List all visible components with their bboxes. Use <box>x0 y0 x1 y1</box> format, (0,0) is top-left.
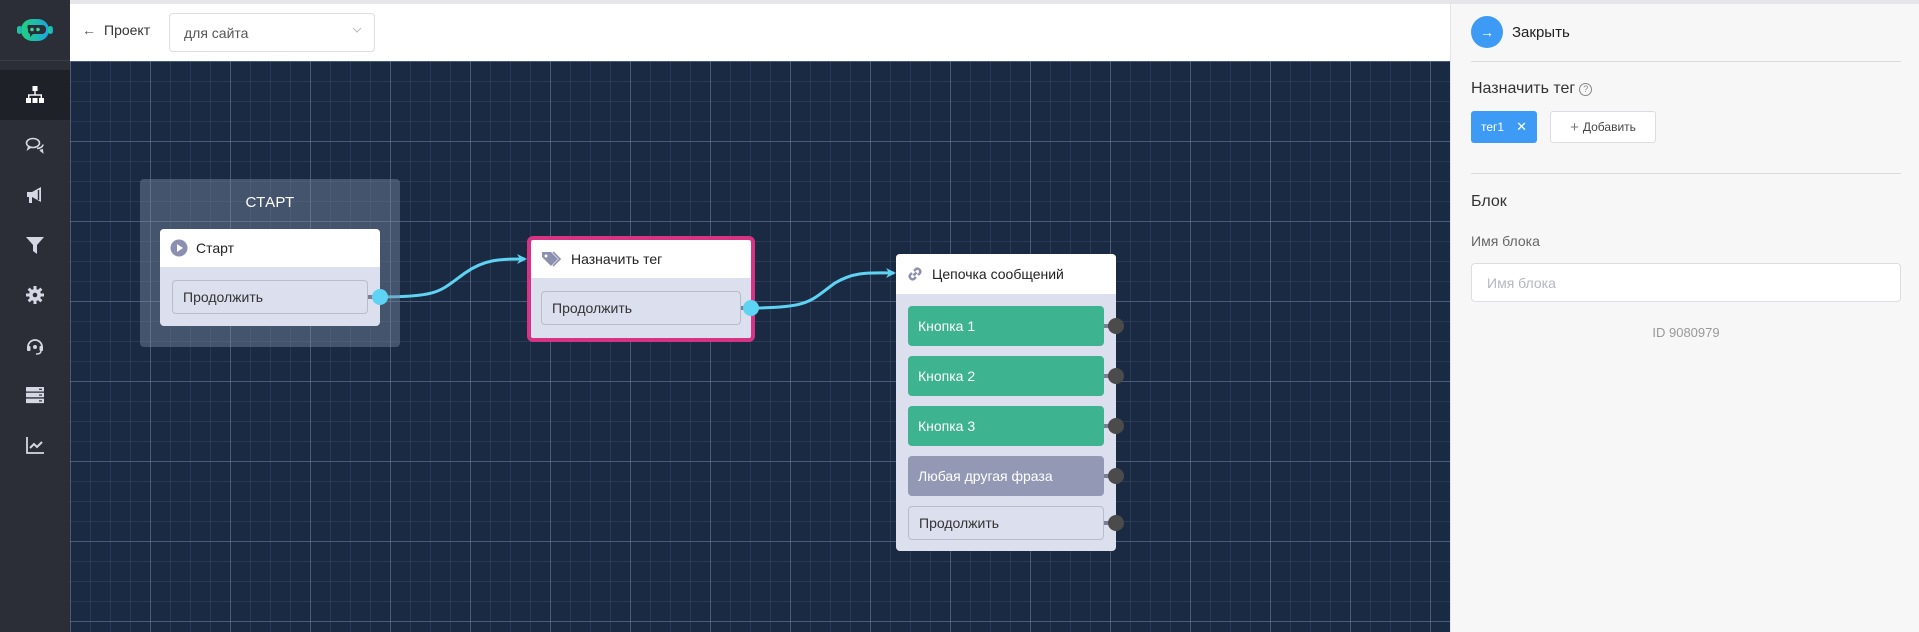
chart-line-icon <box>26 437 44 454</box>
play-circle-icon <box>170 239 188 257</box>
tag-chip-label: тег1 <box>1481 120 1505 134</box>
chevron-down-icon <box>352 27 362 33</box>
nav-item-data[interactable] <box>0 370 70 420</box>
server-icon <box>26 387 44 404</box>
app-logo[interactable] <box>0 0 70 61</box>
close-label: Закрыть <box>1512 23 1570 41</box>
nav-item-support[interactable] <box>0 321 70 371</box>
add-tag-button[interactable]: + Добавить <box>1550 111 1656 143</box>
bot-logo-icon <box>17 19 53 41</box>
chain-button-3[interactable]: Кнопка 3 <box>908 406 1104 446</box>
assign-tag-section-title: Назначить тег? <box>1471 80 1593 98</box>
start-group-title: СТАРТ <box>245 194 295 211</box>
start-continue-label: Продолжить <box>183 289 264 305</box>
tag-continue-label: Продолжить <box>552 300 633 316</box>
assign-tag-block-title: Назначить тег <box>571 251 663 267</box>
chain-button-label: Кнопка 1 <box>918 318 976 334</box>
tag-continue-button[interactable]: Продолжить <box>541 291 741 325</box>
help-icon[interactable]: ? <box>1579 82 1593 96</box>
block-name-input[interactable] <box>1471 263 1901 302</box>
message-chain-block[interactable]: Цепочка сообщений Кнопка 1 Кнопка 2 Кноп… <box>896 254 1124 551</box>
headset-icon <box>27 339 43 355</box>
nav-item-settings[interactable] <box>0 270 70 320</box>
nav-item-funnels[interactable] <box>0 220 70 270</box>
tag-output-port[interactable] <box>743 300 759 316</box>
sitemap-icon <box>26 86 44 103</box>
back-to-project-link[interactable]: ← Проект <box>82 22 150 38</box>
divider <box>1471 61 1901 62</box>
close-panel-button[interactable]: → Закрыть <box>1471 16 1570 48</box>
nav-item-broadcasts[interactable] <box>0 170 70 220</box>
start-block-header: Старт <box>160 229 380 267</box>
chat-bubbles-icon <box>25 137 44 154</box>
assign-tag-title-text: Назначить тег <box>1471 80 1576 97</box>
chain-button-1[interactable]: Кнопка 1 <box>908 306 1104 346</box>
tag-chip: тег1 ✕ <box>1471 111 1537 143</box>
message-chain-block-title: Цепочка сообщений <box>932 266 1064 282</box>
plus-icon: + <box>1570 118 1579 136</box>
filter-icon <box>26 237 44 254</box>
gear-icon <box>26 286 44 304</box>
flow-canvas[interactable]: СТАРТ Старт Продолжить Назначить тег Про… <box>70 61 1450 632</box>
back-label: Проект <box>104 22 151 38</box>
block-section-title: Блок <box>1471 193 1507 210</box>
start-block-title: Старт <box>196 240 235 256</box>
chain-button-2-port[interactable] <box>1108 368 1124 384</box>
tag-icon <box>542 251 562 267</box>
megaphone-icon <box>27 187 41 203</box>
chain-fallback-button[interactable]: Любая другая фраза <box>908 456 1104 496</box>
project-select[interactable]: для сайта <box>169 13 375 52</box>
assign-tag-block-header: Назначить тег <box>531 240 751 278</box>
chain-fallback-label: Любая другая фраза <box>918 468 1053 484</box>
chain-button-1-port[interactable] <box>1108 318 1124 334</box>
chain-button-3-port[interactable] <box>1108 418 1124 434</box>
chain-continue-label: Продолжить <box>919 515 1000 531</box>
message-chain-block-header: Цепочка сообщений <box>896 254 1116 294</box>
sidebar <box>0 0 70 632</box>
remove-tag-icon[interactable]: ✕ <box>1516 119 1527 134</box>
connection-tag-to-chain <box>750 267 896 310</box>
top-border <box>70 0 1919 4</box>
top-header: ← Проект для сайта <box>70 4 1450 61</box>
start-output-port[interactable] <box>372 289 388 305</box>
chain-continue-port[interactable] <box>1108 515 1124 531</box>
chain-fallback-port[interactable] <box>1108 468 1124 484</box>
nav-item-analytics[interactable] <box>0 420 70 470</box>
chain-button-2[interactable]: Кнопка 2 <box>908 356 1104 396</box>
nav-item-chats[interactable] <box>0 120 70 170</box>
assign-tag-block[interactable]: Назначить тег Продолжить <box>527 236 759 342</box>
link-icon <box>908 267 922 281</box>
start-block[interactable]: Старт Продолжить <box>160 229 388 326</box>
divider <box>1471 173 1901 174</box>
chain-button-label: Кнопка 3 <box>918 418 976 434</box>
add-tag-label: Добавить <box>1582 120 1636 134</box>
project-select-value: для сайта <box>184 24 249 41</box>
block-id: ID 9080979 <box>1652 325 1720 340</box>
block-settings-panel: → Закрыть Назначить тег? тег1 ✕ + Добави… <box>1450 4 1919 632</box>
start-continue-button[interactable]: Продолжить <box>172 280 368 314</box>
nav-item-scenarios[interactable] <box>0 70 70 120</box>
connection-start-to-tag <box>379 254 527 299</box>
block-name-label: Имя блока <box>1471 233 1540 249</box>
chain-button-label: Кнопка 2 <box>918 368 976 384</box>
arrow-right-icon: → <box>1471 16 1503 48</box>
arrow-left-icon: ← <box>82 22 96 38</box>
chain-continue-button[interactable]: Продолжить <box>908 506 1104 540</box>
